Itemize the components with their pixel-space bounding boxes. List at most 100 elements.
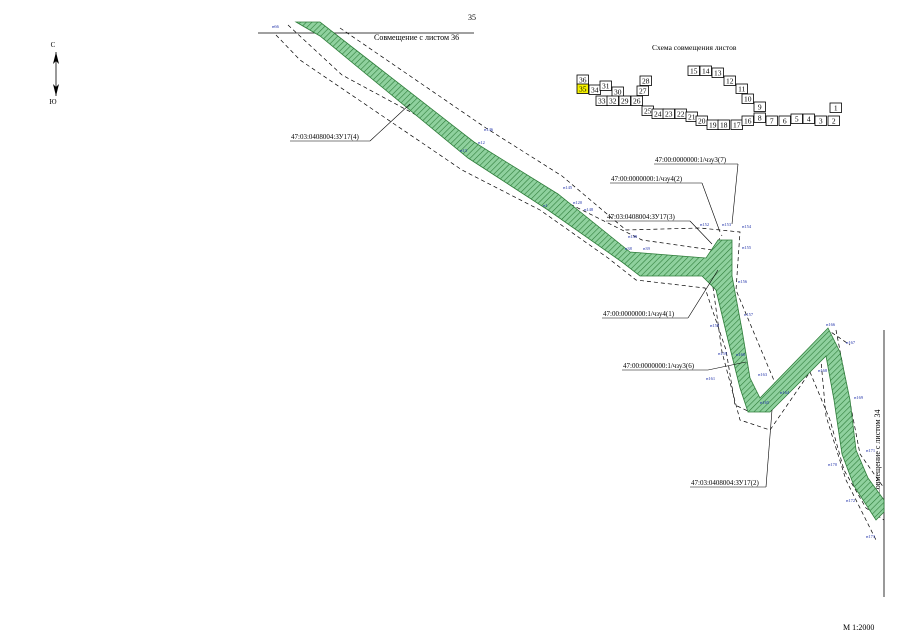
scale-label: М 1:2000 <box>843 623 874 632</box>
sheet-box: 35 <box>576 83 589 94</box>
sheet-box: 10 <box>741 93 754 104</box>
sheet-box: 19 <box>706 119 719 130</box>
sheet-box: 22 <box>674 108 687 119</box>
sheet-box: 1 <box>829 102 842 113</box>
point-label: н38 <box>625 246 633 251</box>
sheet-number-label: 29 <box>621 97 629 106</box>
parcel-label: 47:00:0000000:1/чзу4(2) <box>611 175 683 183</box>
sheet-box: 12 <box>723 75 736 86</box>
parcel-label: 47:03:0408004:ЗУ17(2) <box>691 479 759 487</box>
right-match-line: Совмещение с листом 34 <box>873 330 885 597</box>
corridor-buffer-lines <box>275 24 885 541</box>
point-label: н1 <box>543 203 548 208</box>
sheet-box: 26 <box>630 95 643 106</box>
sheet-number-label: 36 <box>579 76 587 85</box>
sheet-number-label: 17 <box>733 121 741 130</box>
sheet-number-label: 8 <box>758 114 762 123</box>
point-label: н168 <box>818 368 828 373</box>
sheet-box: 9 <box>753 101 766 112</box>
sheet-number-label: 27 <box>639 87 647 96</box>
north-arrow-icon: С Ю <box>49 41 59 106</box>
point-label: н12 <box>478 140 485 145</box>
sheet-box: 31 <box>599 80 612 91</box>
point-label: н157 <box>744 312 754 317</box>
point-label: н13 <box>460 148 468 153</box>
sheet-number-label: 33 <box>598 97 606 106</box>
point-label: н120 <box>573 200 583 205</box>
sheet-box: 14 <box>699 65 712 76</box>
sheet-number-label: 6 <box>783 117 787 126</box>
sheet-box: 36 <box>576 74 589 85</box>
parcel-label: 47:00:0000000:1/чзу3(7) <box>655 156 727 164</box>
sheet-box: 11 <box>735 83 748 94</box>
point-label: н39 <box>643 246 651 251</box>
sheet-box: 23 <box>662 108 675 119</box>
parcel-label: 47:00:0000000:1/чзу3(6) <box>623 362 695 370</box>
sheet-number-label: 11 <box>738 85 745 94</box>
sheet-number-label: 22 <box>677 110 685 119</box>
point-label: н172 <box>846 498 855 503</box>
sheet-box: 4 <box>802 113 815 124</box>
sheet-number-label: 20 <box>698 117 706 126</box>
sheet-box: 17 <box>730 119 743 130</box>
point-label: н166 <box>826 322 836 327</box>
point-label: н153 <box>722 222 732 227</box>
point-label: н171 <box>866 448 875 453</box>
sheet-number-label: 10 <box>744 95 752 104</box>
sheet-number-label: 26 <box>633 97 641 106</box>
point-label: н165 <box>760 400 770 405</box>
sheet-box: 7 <box>765 115 778 126</box>
south-label: Ю <box>49 98 56 106</box>
point-label: н173 <box>866 534 876 539</box>
point-label: н155 <box>742 245 752 250</box>
sheet-number-label: 13 <box>714 69 722 78</box>
point-label: н146 <box>484 127 494 132</box>
sheet-box: 20 <box>695 115 708 126</box>
point-label: н154 <box>742 224 752 229</box>
point-label: н167 <box>846 340 856 345</box>
sheet-number-label: 4 <box>807 115 811 124</box>
point-label: н152 <box>700 222 709 227</box>
sheet-box: 15 <box>687 65 700 76</box>
top-match-label: Совмещение с листом 36 <box>374 33 459 42</box>
sheet-number-label: 3 <box>819 117 823 126</box>
sheet-box: 28 <box>639 75 652 86</box>
point-label: н149 <box>628 234 638 239</box>
north-label: С <box>51 41 56 49</box>
point-label: н158 <box>710 323 720 328</box>
sheet-box: 5 <box>790 113 803 124</box>
sheet-number-label: 23 <box>665 110 673 119</box>
sheet-number-label: 1 <box>834 104 838 113</box>
sheet-number-label: 32 <box>609 97 617 106</box>
sheet-number-label: 14 <box>702 67 710 76</box>
parcel-label: 47:03:0408004:ЗУ17(3) <box>607 213 675 221</box>
point-label: н66 <box>272 24 280 29</box>
parcel-labels: 47:03:0408004:ЗУ17(4) 47:00:0000000:1/чз… <box>290 103 773 488</box>
sheet-box: 32 <box>606 95 619 106</box>
sheet-box: 33 <box>595 95 608 106</box>
point-label: н148 <box>584 207 594 212</box>
corridor-hatched <box>294 21 885 521</box>
sheet-box: 18 <box>717 119 730 130</box>
sheet-number-label: 19 <box>709 121 717 130</box>
boundary-points: н66 н146 н13 н12 н145 н1 н120 н148 н149 … <box>272 24 876 539</box>
sheet-number-label: 9 <box>758 103 762 112</box>
point-label: н163 <box>758 372 768 377</box>
sheet-number-label: 24 <box>654 110 662 119</box>
sheet-number-label: 35 <box>579 85 587 94</box>
sheet-box: 16 <box>741 115 754 126</box>
point-label: н160 <box>736 352 746 357</box>
right-match-label: Совмещение с листом 34 <box>873 409 882 494</box>
point-label: н170 <box>828 462 838 467</box>
sheet-number-label: 5 <box>795 115 799 124</box>
sheet-number-label: 25 <box>644 107 652 116</box>
sheet-box: 3 <box>814 115 827 126</box>
sheet-number-label: 12 <box>726 77 734 86</box>
scheme-title: Схема совмещения листов <box>652 43 737 52</box>
sheet-box: 27 <box>636 85 649 96</box>
top-match-line: 35 Совмещение с листом 36 <box>258 13 476 42</box>
parcel-label: 47:00:0000000:1/чзу4(1) <box>603 310 675 318</box>
sheet-number-label: 18 <box>720 121 728 130</box>
sheet-number-label: 34 <box>591 86 599 95</box>
